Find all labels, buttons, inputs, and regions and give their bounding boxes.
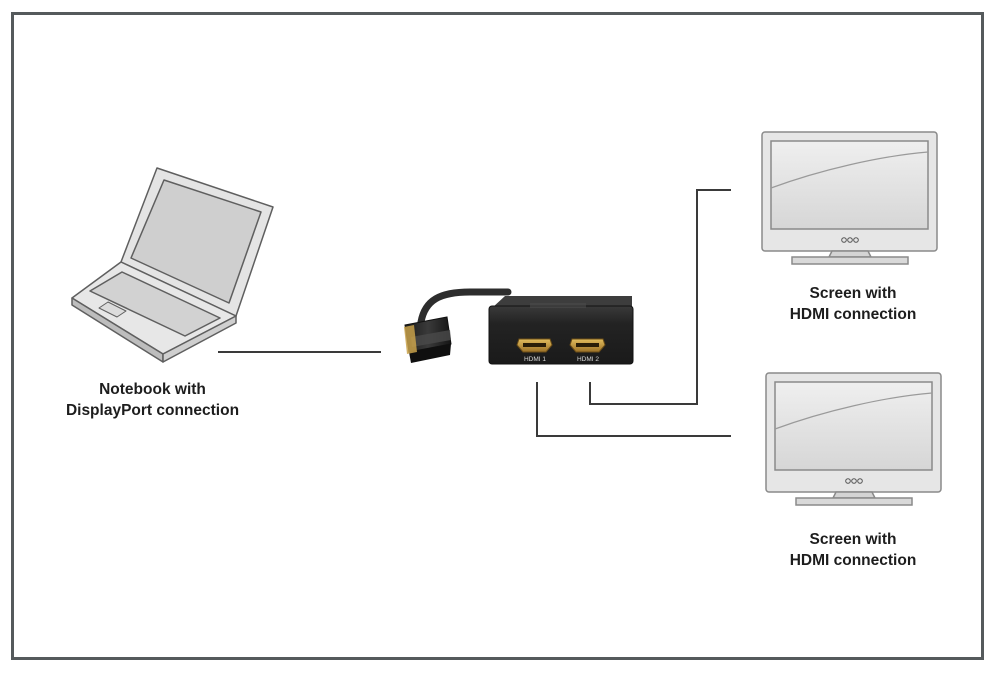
- adapter-cable: [417, 288, 512, 326]
- notebook-label-line1: Notebook with: [99, 381, 206, 398]
- screen-top-label-line2: HDMI connection: [789, 306, 917, 323]
- monitor-icon-top: [761, 131, 938, 265]
- laptop-base-side: [162, 315, 237, 363]
- monitor-stand-neck: [827, 250, 873, 258]
- monitor-stand-base: [791, 256, 909, 265]
- monitor-buttons: [845, 478, 863, 484]
- monitor-screen: [774, 381, 933, 471]
- monitor-screen-glare: [770, 151, 929, 189]
- monitor-stand-base: [795, 497, 913, 506]
- laptop-touchpad: [98, 301, 127, 318]
- monitor-screen: [770, 140, 929, 230]
- notebook-label-line2: DisplayPort connection: [65, 402, 240, 419]
- screen-top-label: Screen with HDMI connection: [743, 283, 963, 325]
- diagram-frame: [11, 12, 984, 660]
- hdmi2-port-label: HDMI 2: [577, 356, 599, 363]
- notebook-label: Notebook with DisplayPort connection: [40, 379, 265, 421]
- screen-bottom-label-line1: Screen with: [809, 531, 897, 548]
- hdmi2-port: [569, 338, 606, 353]
- laptop-icon: [71, 167, 274, 363]
- connection-lines: [218, 189, 731, 437]
- screen-top-label-line1: Screen with: [809, 285, 897, 302]
- hdmi1-to-bottom-screen-line: [536, 382, 731, 437]
- laptop-keyboard: [89, 271, 221, 337]
- adapter-box: [488, 296, 634, 365]
- displayport-hdmi-adapter: HDMI 1 HDMI 2: [404, 288, 634, 365]
- hdmi1-port-label: HDMI 1: [524, 356, 546, 363]
- laptop-screen: [130, 179, 262, 304]
- hdmi1-port: [516, 338, 553, 353]
- monitor-icon-bottom: [765, 372, 942, 506]
- monitor-buttons: [841, 237, 859, 243]
- screen-bottom-label: Screen with HDMI connection: [743, 529, 963, 571]
- monitor-stand-neck: [831, 491, 877, 499]
- monitor-screen-glare: [774, 392, 933, 430]
- displayport-plug: [404, 316, 452, 363]
- screen-bottom-label-line2: HDMI connection: [789, 552, 917, 569]
- hdmi2-to-top-screen-line: [589, 189, 731, 405]
